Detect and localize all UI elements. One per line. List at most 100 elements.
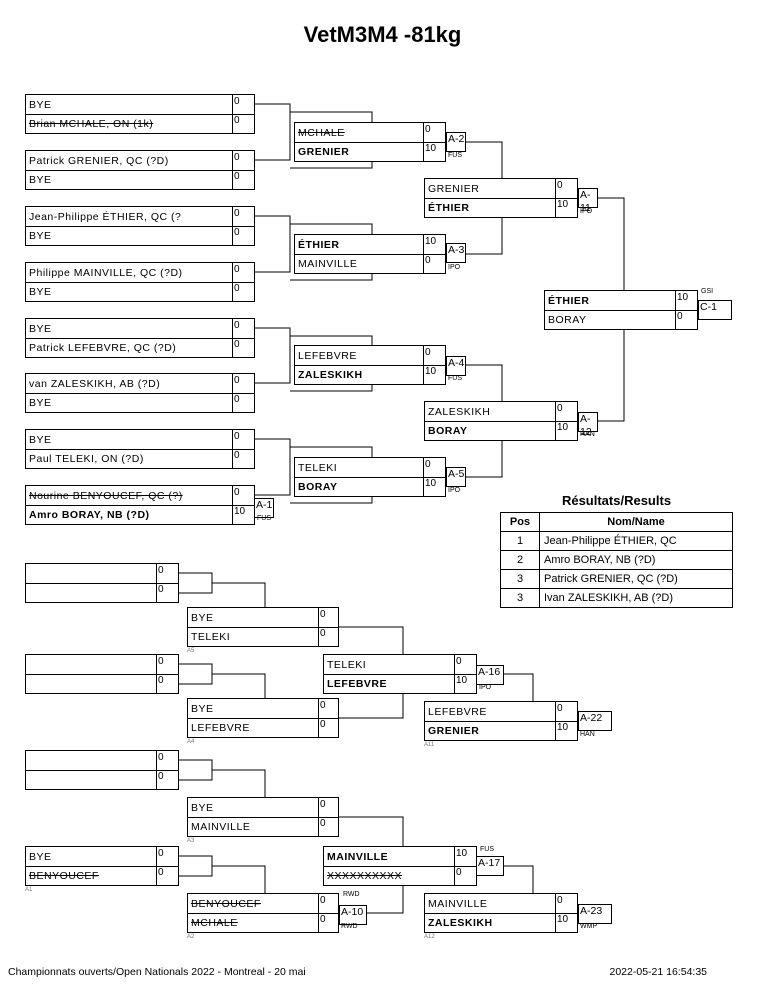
- result-pos: 1: [500, 531, 540, 551]
- competitor-slot[interactable]: Jean-Philippe ÉTHIER, QC (?0: [26, 207, 254, 227]
- competitor-slot[interactable]: Paul TELEKI, ON (?D)0: [26, 449, 254, 468]
- competitor-score: 10: [675, 291, 697, 310]
- competitor-slot[interactable]: Patrick LEFEBVRE, QC (?D)0: [26, 338, 254, 357]
- competitor-name: BYE: [29, 322, 52, 335]
- competitor-slot[interactable]: 0: [26, 751, 178, 771]
- competitor-slot[interactable]: Philippe MAINVILLE, QC (?D)0: [26, 263, 254, 283]
- bracket-connector: [255, 438, 291, 496]
- match-number: A-4: [446, 356, 466, 376]
- bracket-connector: [578, 330, 625, 422]
- competitor-slot[interactable]: 0: [26, 770, 178, 789]
- competitor-slot[interactable]: Amro BORAY, NB (?D)10: [26, 505, 254, 524]
- competitor-slot[interactable]: 0: [26, 655, 178, 675]
- competitor-name: [29, 564, 155, 583]
- competitor-name: LEFEBVRE: [191, 721, 250, 734]
- competitor-slot[interactable]: Nourine BENYOUCEF, QC (?)0: [26, 486, 254, 506]
- results-title: Résultats/Results: [561, 493, 672, 508]
- competitor-slot[interactable]: van ZALESKIKH, AB (?D)0: [26, 374, 254, 394]
- competitor-name: MCHALE: [298, 126, 345, 139]
- competitor-name: van ZALESKIKH, AB (?D): [29, 377, 161, 390]
- competitor-slot[interactable]: Patrick GRENIER, QC (?D)0: [26, 151, 254, 171]
- competitor-slot[interactable]: Brian MCHALE, ON (1k)0: [26, 114, 254, 133]
- result-code: HAN: [580, 431, 595, 438]
- competitor-score: 0: [318, 913, 338, 932]
- bracket-connector: [339, 694, 404, 719]
- results-header-pos: Pos: [500, 512, 540, 532]
- bracket-connector: [179, 855, 213, 877]
- competitor-slot[interactable]: 0: [26, 564, 178, 584]
- competitor-slot[interactable]: 0: [26, 583, 178, 602]
- bracket-connector: [255, 103, 291, 161]
- competitor-slot[interactable]: 0: [26, 674, 178, 693]
- bracket-ref: A12: [424, 934, 435, 940]
